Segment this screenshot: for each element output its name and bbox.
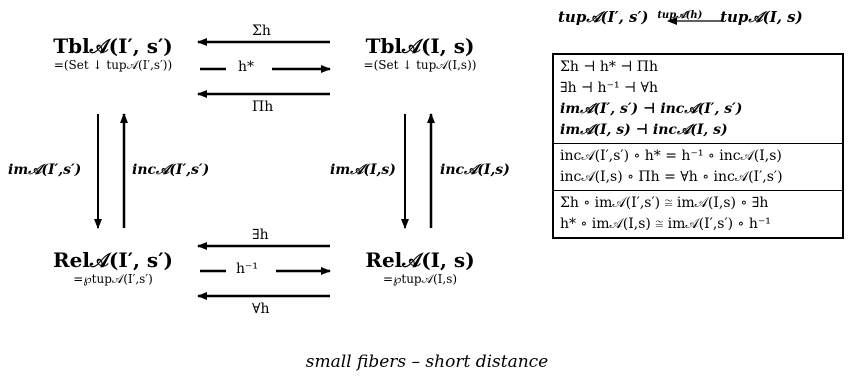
rel-left-title: Rel𝒜(I′, s′) [53,248,173,272]
label-inc-right: inc𝒜(I,s) [440,162,510,178]
adjunction-section-3: Σh ∘ im𝒜(I′,s′) ≅ im𝒜(I,s) ∘ ∃h h* ∘ im𝒜… [554,191,842,237]
node-rel-right: Rel𝒜(I, s) =℘tup𝒜(I,s) [344,250,496,285]
rel-right-title: Rel𝒜(I, s) [365,248,475,272]
adjunction-box: Σh ⊣ h* ⊣ Πh ∃h ⊣ h⁻¹ ⊣ ∀h im𝒜(I′, s′) ⊣… [552,53,844,239]
caption: small fibers – short distance [305,352,549,372]
tbl-right-sub: =(Set ↓ tup𝒜(I,s)) [363,58,477,72]
tup-arrow-label: tup𝒜(h) [657,10,703,21]
tup-left: tup𝒜(I′, s′) [558,8,649,26]
adjunction-section-2: inc𝒜(I′,s′) ∘ h* = h⁻¹ ∘ inc𝒜(I,s) inc𝒜(… [554,144,842,191]
label-forall: ∀h [252,301,270,317]
rel-right-sub: =℘tup𝒜(I,s) [382,272,458,286]
label-sigma: Σh [252,23,271,39]
adj-row: Σh ⊣ h* ⊣ Πh [560,59,659,75]
node-rel-left: Rel𝒜(I′, s′) =℘tup𝒜(I′,s′) [36,250,190,285]
tup-right: tup𝒜(I, s) [720,8,803,26]
adjunction-section-1: Σh ⊣ h* ⊣ Πh ∃h ⊣ h⁻¹ ⊣ ∀h im𝒜(I′, s′) ⊣… [554,55,842,144]
node-tbl-left: Tbl𝒜(I′, s′) =(Set ↓ tup𝒜(I′,s′)) [26,36,200,71]
label-exists: ∃h [252,227,269,243]
label-h-inv: h⁻¹ [236,261,259,277]
label-im-right: im𝒜(I,s) [330,162,396,178]
label-im-left: im𝒜(I′,s′) [8,162,82,178]
adj-row: im𝒜(I′, s′) ⊣ inc𝒜(I′, s′) [560,101,743,117]
tbl-left-sub: =(Set ↓ tup𝒜(I′,s′)) [53,58,173,72]
adj-row: Σh ∘ im𝒜(I′,s′) ≅ im𝒜(I,s) ∘ ∃h [560,195,769,211]
label-pi: Πh [252,99,274,115]
node-tbl-right: Tbl𝒜(I, s) =(Set ↓ tup𝒜(I,s)) [334,36,506,71]
adj-row: ∃h ⊣ h⁻¹ ⊣ ∀h [560,80,658,96]
adj-row: inc𝒜(I′,s′) ∘ h* = h⁻¹ ∘ inc𝒜(I,s) [560,148,782,164]
tbl-left-title: Tbl𝒜(I′, s′) [53,34,173,58]
tup-formula: tup𝒜(I′, s′) tup𝒜(h) tup𝒜(I, s) [558,8,803,26]
adj-row: h* ∘ im𝒜(I,s) ≅ im𝒜(I′,s′) ∘ h⁻¹ [560,216,771,232]
adj-row: inc𝒜(I,s) ∘ Πh = ∀h ∘ inc𝒜(I′,s′) [560,169,783,185]
adj-row: im𝒜(I, s) ⊣ inc𝒜(I, s) [560,122,728,138]
tbl-right-title: Tbl𝒜(I, s) [365,34,475,58]
label-inc-left: inc𝒜(I′,s′) [132,162,210,178]
label-h-star: h* [238,59,255,75]
rel-left-sub: =℘tup𝒜(I′,s′) [73,272,153,286]
